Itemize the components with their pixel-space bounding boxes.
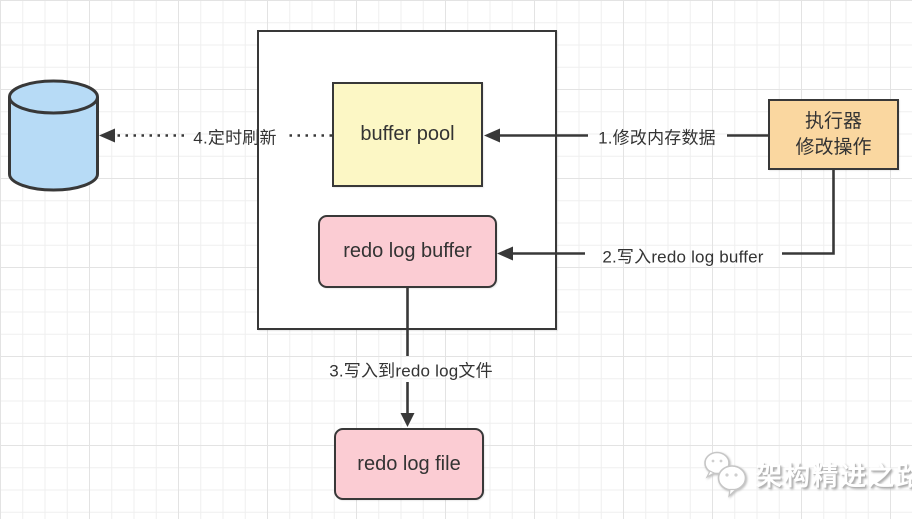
redo-log-buffer-label: redo log buffer <box>343 240 472 262</box>
edge-label-step3: 3.写入到redo log文件 <box>329 361 493 381</box>
redo-log-buffer-node: redo log buffer <box>318 215 497 288</box>
wechat-icon <box>704 451 747 498</box>
edge-label-step2: 2.写入redo log buffer <box>602 247 764 267</box>
step4-arrowhead-icon <box>99 128 115 143</box>
step2-arrow <box>512 170 835 255</box>
executor-label-line2: 修改操作 <box>795 136 872 158</box>
redo-log-file-label: redo log file <box>357 452 461 475</box>
executor-label-line1: 执行器 <box>804 110 862 132</box>
edge-label-step4: 4.定时刷新 <box>193 128 277 148</box>
executor-node: 执行器 修改操作 <box>768 99 899 170</box>
buffer-pool-node: buffer pool <box>332 82 483 187</box>
step3-arrowhead-icon <box>400 413 415 427</box>
watermark: 架构精进之路 <box>703 450 912 498</box>
redo-log-file-node: redo log file <box>334 428 484 500</box>
database-cylinder-icon <box>8 79 99 192</box>
watermark-text: 架构精进之路 <box>756 460 912 491</box>
edge-label-step1: 1.修改内存数据 <box>598 128 716 148</box>
buffer-pool-label: buffer pool <box>360 123 455 145</box>
